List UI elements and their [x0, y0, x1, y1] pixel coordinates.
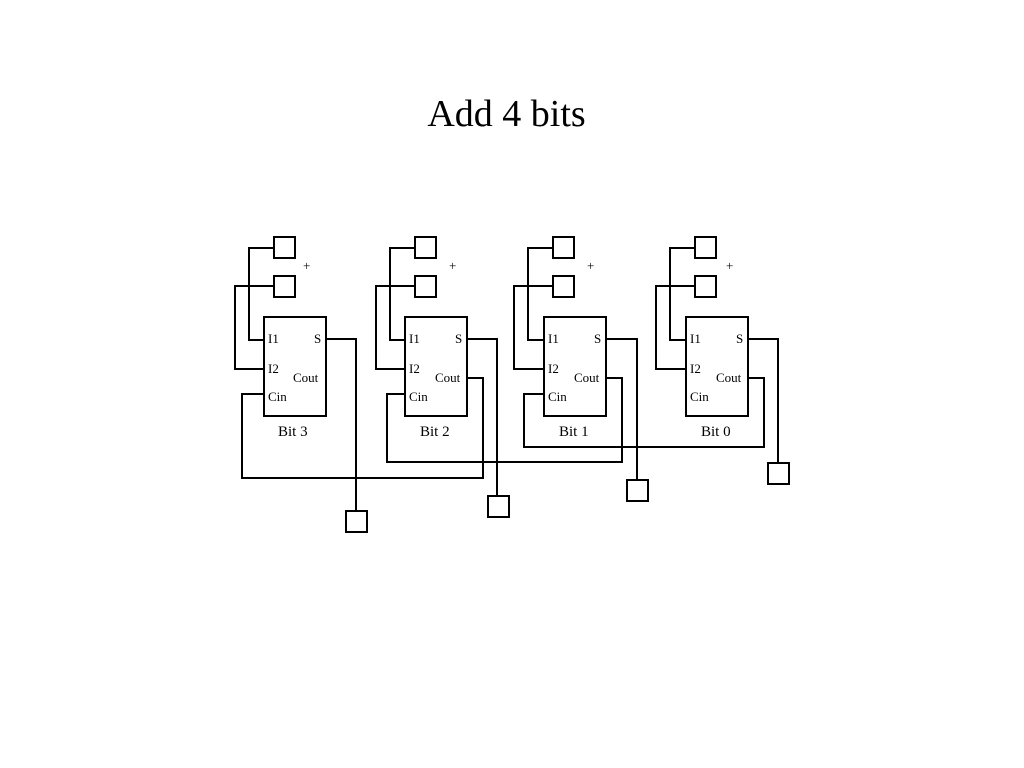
sum-pin-label: S — [314, 331, 321, 346]
slide-title: Add 4 bits — [427, 93, 586, 135]
sum-output-light — [487, 495, 510, 518]
input-a-switch[interactable] — [414, 236, 437, 259]
carry-in-pin-label: Cin — [268, 389, 287, 404]
input-2-pin-label: I2 — [268, 361, 279, 376]
carry-in-pin-label: Cin — [548, 389, 567, 404]
input-a-switch[interactable] — [552, 236, 575, 259]
adder-block — [404, 316, 468, 417]
carry-out-pin-label: Cout — [716, 370, 742, 385]
carry-wire-bit0-to-bit1 — [523, 377, 765, 448]
input-1-pin-label: I1 — [548, 331, 559, 346]
carry-in-pin-label: Cin — [409, 389, 428, 404]
full-adder-bit-0: I1 I2 Cin S Cout Bit 0 + — [685, 236, 790, 485]
input-1-pin-label: I1 — [268, 331, 279, 346]
sum-output-wire — [326, 338, 357, 511]
plus-sign: + — [449, 258, 456, 273]
full-adder-bit-3: I1 I2 Cin S Cout Bit 3 + — [263, 236, 368, 533]
sum-pin-label: S — [594, 331, 601, 346]
full-adder-bit-2: I1 I2 Cin S Cout Bit 2 + — [404, 236, 510, 518]
input-a-wire — [669, 247, 695, 341]
sum-output-light — [626, 479, 649, 502]
input-2-pin-label: I2 — [690, 361, 701, 376]
sum-output-wire — [606, 338, 638, 480]
carry-in-pin-label: Cin — [690, 389, 709, 404]
input-b-switch[interactable] — [552, 275, 575, 298]
carry-out-pin-label: Cout — [574, 370, 600, 385]
input-1-pin-label: I1 — [690, 331, 701, 346]
input-b-wire — [375, 285, 415, 370]
input-a-switch[interactable] — [273, 236, 296, 259]
input-b-switch[interactable] — [694, 275, 717, 298]
sum-pin-label: S — [455, 331, 462, 346]
input-b-wire — [513, 285, 553, 370]
wiring — [234, 247, 779, 511]
input-a-wire — [389, 247, 415, 341]
input-a-wire — [527, 247, 553, 341]
input-a-switch[interactable] — [694, 236, 717, 259]
input-1-pin-label: I1 — [409, 331, 420, 346]
sum-output-light — [345, 510, 368, 533]
input-b-switch[interactable] — [273, 275, 296, 298]
carry-out-pin-label: Cout — [435, 370, 461, 385]
input-b-switch[interactable] — [414, 275, 437, 298]
sum-output-wire — [748, 338, 779, 463]
sum-output-light — [767, 462, 790, 485]
bit-label: Bit 2 — [420, 424, 450, 440]
input-2-pin-label: I2 — [409, 361, 420, 376]
sum-pin-label: S — [736, 331, 743, 346]
full-adder-bit-1: I1 I2 Cin S Cout Bit 1 + — [543, 236, 649, 502]
plus-sign: + — [303, 258, 310, 273]
plus-sign: + — [587, 258, 594, 273]
bit-label: Bit 3 — [278, 424, 308, 440]
carry-wire-bit2-to-bit3 — [241, 377, 484, 479]
sum-output-wire — [467, 338, 498, 496]
adder-block — [685, 316, 749, 417]
carry-wire-bit1-to-bit2 — [386, 377, 623, 463]
input-a-wire — [248, 247, 274, 341]
input-b-wire — [655, 285, 695, 370]
adder-block — [543, 316, 607, 417]
plus-sign: + — [726, 258, 733, 273]
carry-out-pin-label: Cout — [293, 370, 319, 385]
input-2-pin-label: I2 — [548, 361, 559, 376]
adder-block — [263, 316, 327, 417]
bit-label: Bit 1 — [559, 424, 589, 440]
bit-label: Bit 0 — [701, 424, 731, 440]
input-b-wire — [234, 285, 274, 370]
